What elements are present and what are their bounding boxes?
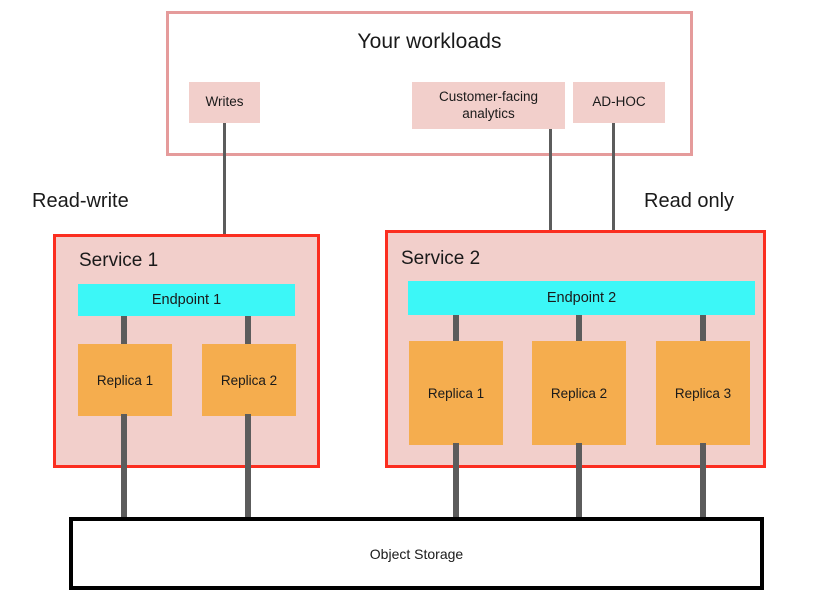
- service-1-replica-1[interactable]: Replica 1: [78, 344, 172, 416]
- workload-chip-ad-hoc[interactable]: AD-HOC: [573, 82, 665, 123]
- object-storage-box[interactable]: Object Storage: [69, 517, 764, 590]
- service-2-replica-2[interactable]: Replica 2: [532, 341, 626, 445]
- connector-s2-replica1-storage: [453, 443, 459, 520]
- connector-s1-replica1-storage: [121, 414, 127, 520]
- workload-chip-customer-facing-analytics[interactable]: Customer-facing analytics: [412, 82, 565, 129]
- arrow-writes-line: [223, 123, 226, 262]
- service-2-endpoint[interactable]: Endpoint 2: [408, 281, 755, 315]
- your-workloads-title: Your workloads: [357, 30, 502, 53]
- connector-s2-replica2-storage: [576, 443, 582, 520]
- connector-s1-replica2-storage: [245, 414, 251, 520]
- connector-endpoint2-replica1: [453, 315, 459, 343]
- service-1-label: Service 1: [79, 250, 159, 271]
- arrow-ad-hoc-line: [612, 123, 615, 259]
- connector-endpoint1-replica2: [245, 316, 251, 346]
- service-2-replica-3[interactable]: Replica 3: [656, 341, 750, 445]
- service-2-label: Service 2: [401, 248, 481, 269]
- caption-read-write: Read-write: [32, 190, 129, 212]
- connector-endpoint1-replica1: [121, 316, 127, 346]
- caption-read-only: Read only: [644, 190, 735, 212]
- service-2-replica-1[interactable]: Replica 1: [409, 341, 503, 445]
- connector-s2-replica3-storage: [700, 443, 706, 520]
- service-1-endpoint[interactable]: Endpoint 1: [78, 284, 295, 316]
- connector-endpoint2-replica2: [576, 315, 582, 343]
- connector-endpoint2-replica3: [700, 315, 706, 343]
- workload-chip-writes[interactable]: Writes: [189, 82, 260, 123]
- service-1-replica-2[interactable]: Replica 2: [202, 344, 296, 416]
- your-workloads-container: [166, 11, 693, 156]
- arrow-customer-facing-analytics-line: [549, 129, 552, 259]
